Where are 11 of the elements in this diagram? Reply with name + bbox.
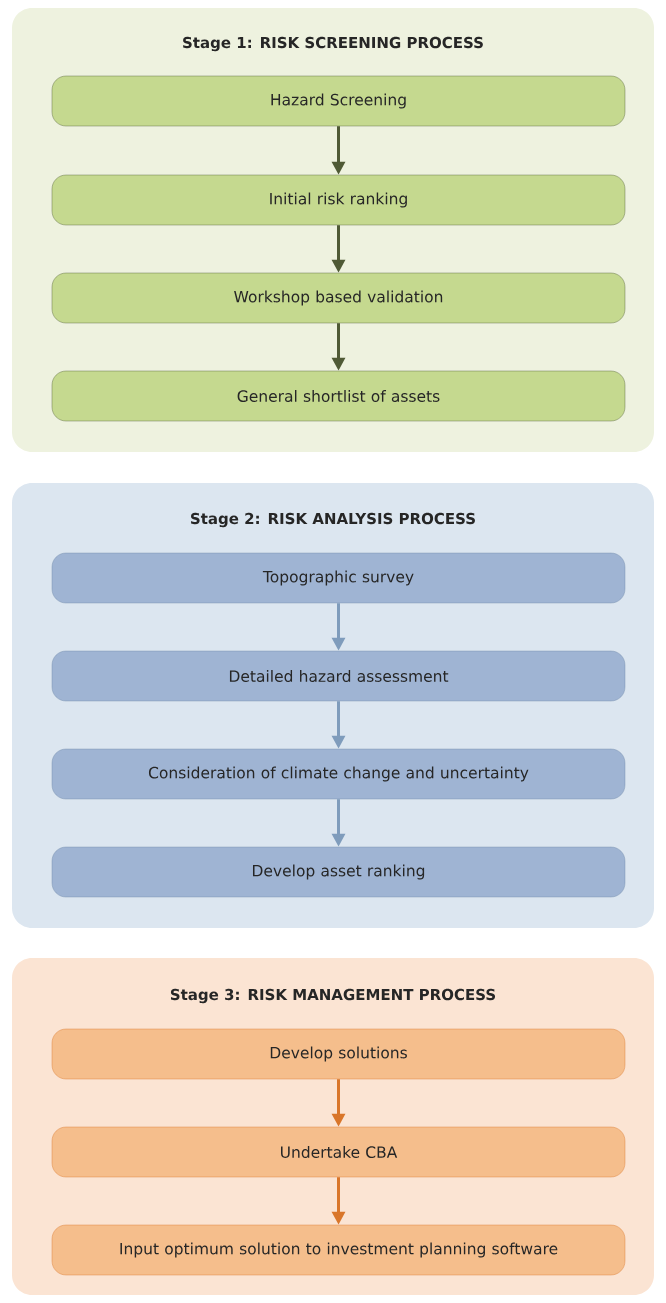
- process-box: Topographic survey: [51, 552, 626, 604]
- process-box: Hazard Screening: [51, 75, 626, 127]
- process-box: General shortlist of assets: [51, 370, 626, 422]
- process-box: Consideration of climate change and uncertainty: [51, 748, 626, 800]
- process-box: Workshop based validation: [51, 272, 626, 324]
- process-box: Develop asset ranking: [51, 846, 626, 898]
- process-box: Initial risk ranking: [51, 174, 626, 226]
- process-box: Detailed hazard assessment: [51, 650, 626, 702]
- process-box: Develop solutions: [51, 1028, 626, 1080]
- process-box: Input optimum solution to investment planning software: [51, 1224, 626, 1276]
- process-box: Undertake CBA: [51, 1126, 626, 1178]
